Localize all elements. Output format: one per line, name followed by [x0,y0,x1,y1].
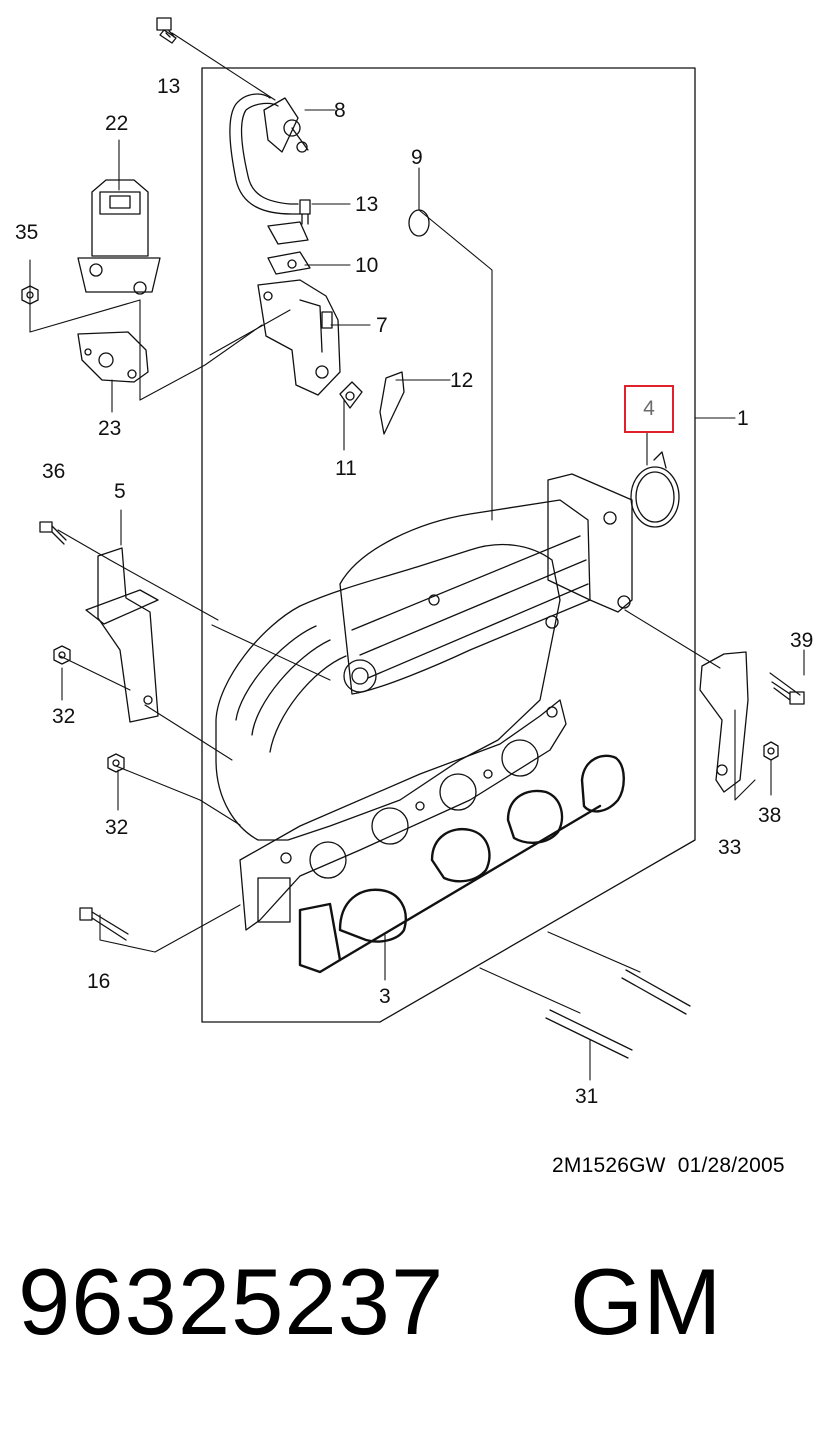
callout-label: 22 [105,112,128,135]
callout-label: 36 [42,460,65,483]
callout-label: 13 [355,193,378,216]
stud-icon [545,969,691,1059]
callout-label: 31 [575,1085,598,1108]
nut-32b-icon [107,753,125,773]
callout-label: 10 [355,254,378,277]
part-number: 96325237 [18,1249,445,1354]
callout-label: 12 [450,369,473,392]
callout-label: 39 [790,629,813,652]
bolt-36-icon [39,521,67,545]
bracket-5-icon [85,547,159,723]
callout-label: 23 [98,417,121,440]
exploded-parts-diagram: 13 8 22 9 13 35 10 7 12 23 11 1 36 5 39 … [15,17,813,1108]
callout-label: 11 [335,457,357,480]
callout-label: 33 [718,836,741,859]
bracket-33-icon [699,651,749,793]
manifold-gasket-3-icon [298,754,625,974]
nut-35-icon [21,285,39,305]
nut-32-icon [53,645,71,665]
gasket-23-icon [77,331,149,383]
callout-label: 16 [87,970,110,993]
callout-label: 32 [105,816,128,839]
gasket-4-icon [630,451,680,528]
gasket-11-icon [339,381,363,409]
bolt-39-icon [771,681,805,705]
intake-manifold-1-icon [215,473,633,931]
egr-adapter-7-icon [257,279,341,396]
callout-label: 13 [157,75,180,98]
nut-38-icon [763,741,779,761]
heat-shield-12-icon [379,371,405,435]
callout-label: 38 [758,804,781,827]
callout-label: 7 [376,314,388,337]
drawing-reference: 2M1526GW 01/28/2005 [552,1154,785,1177]
callout-labels: 13 8 22 9 13 35 10 7 12 23 11 1 36 5 39 … [15,75,813,1108]
callout-label: 8 [334,99,346,122]
bolt-13-icon [156,17,177,44]
gasket-10-icon [267,251,311,275]
assembly-frame [201,67,696,1023]
leader-lines [29,32,805,1081]
o-ring-9-icon [408,209,430,237]
highlighted-part-box: 4 [624,385,674,433]
bolt-13b-icon [299,199,311,225]
egr-pipe-8-icon [229,93,309,245]
bolt-16-icon [79,907,129,941]
brand-name: GM [570,1249,722,1354]
callout-label: 3 [379,985,391,1008]
callout-label: 32 [52,705,75,728]
callout-label: 1 [737,407,749,430]
callout-label: 9 [411,146,423,169]
highlighted-part-label: 4 [643,397,655,420]
egr-valve-22-icon [77,179,161,295]
callout-label: 35 [15,221,38,244]
callout-label: 5 [114,480,126,503]
